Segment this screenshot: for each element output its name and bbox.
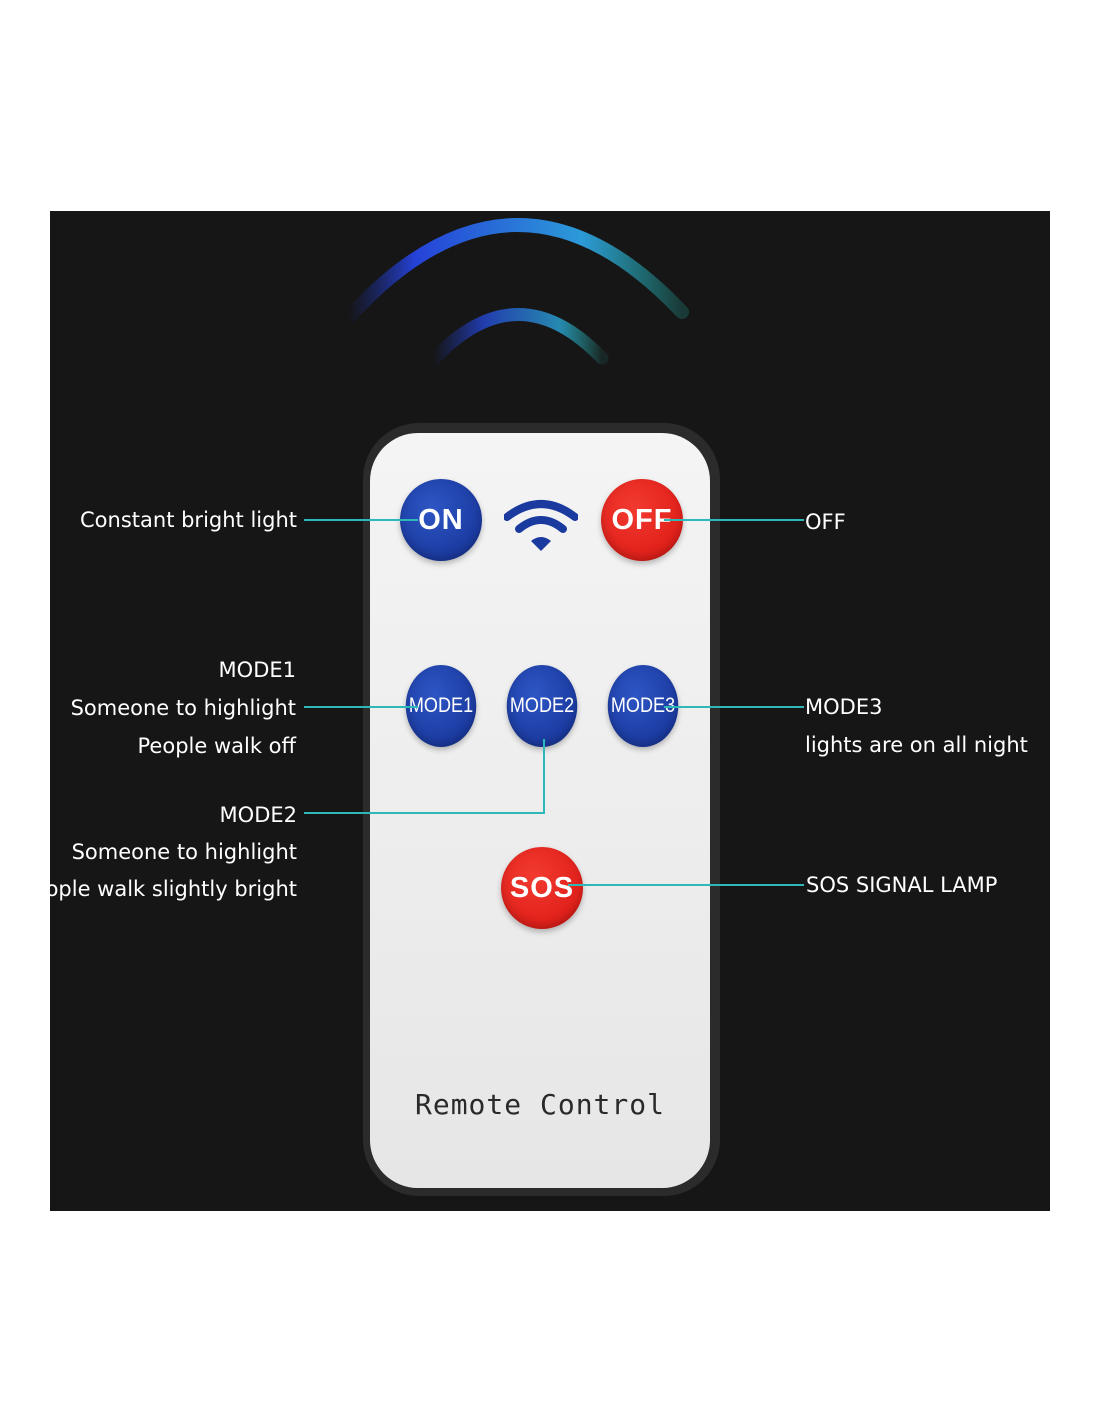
wifi-icon (504, 500, 578, 551)
mode3-button-label: MODE3 (610, 694, 676, 717)
callout-mode1-line: Someone to highlight (70, 696, 296, 720)
callout-on: Constant bright light (80, 501, 297, 539)
callout-mode1-title: MODE1 (218, 658, 296, 682)
callout-mode1: MODE1 Someone to highlight People walk o… (71, 651, 296, 765)
callout-sos-line: SOS SIGNAL LAMP (806, 873, 998, 897)
callout-mode2-line: People walk slightly bright (20, 877, 297, 901)
mode1-button-label: MODE1 (408, 694, 474, 717)
remote-label: Remote Control (414, 1088, 665, 1121)
callout-mode3-title: MODE3 (805, 695, 883, 719)
callout-mode3-line: lights are on all night (805, 733, 1028, 757)
callout-mode1-line: People walk off (137, 734, 296, 758)
callout-mode3: MODE3 lights are on all night (805, 688, 1028, 764)
on-button[interactable]: ON (400, 479, 482, 561)
callout-on-line: Constant bright light (80, 508, 297, 532)
callout-mode2-title: MODE2 (219, 803, 297, 827)
callout-off-line: OFF (805, 510, 846, 534)
mode2-button-label: MODE2 (509, 694, 575, 717)
off-button[interactable]: OFF (601, 479, 683, 561)
mode1-button[interactable]: MODE1 (405, 665, 477, 747)
mode2-button[interactable]: MODE2 (506, 665, 578, 747)
callout-mode2-line: Someone to highlight (71, 840, 297, 864)
callout-sos: SOS SIGNAL LAMP (806, 866, 997, 904)
sos-button[interactable]: SOS (501, 847, 583, 929)
callout-off: OFF (805, 503, 846, 541)
mode3-button[interactable]: MODE3 (607, 665, 679, 747)
callout-mode2: MODE2 Someone to highlight People walk s… (21, 797, 297, 908)
